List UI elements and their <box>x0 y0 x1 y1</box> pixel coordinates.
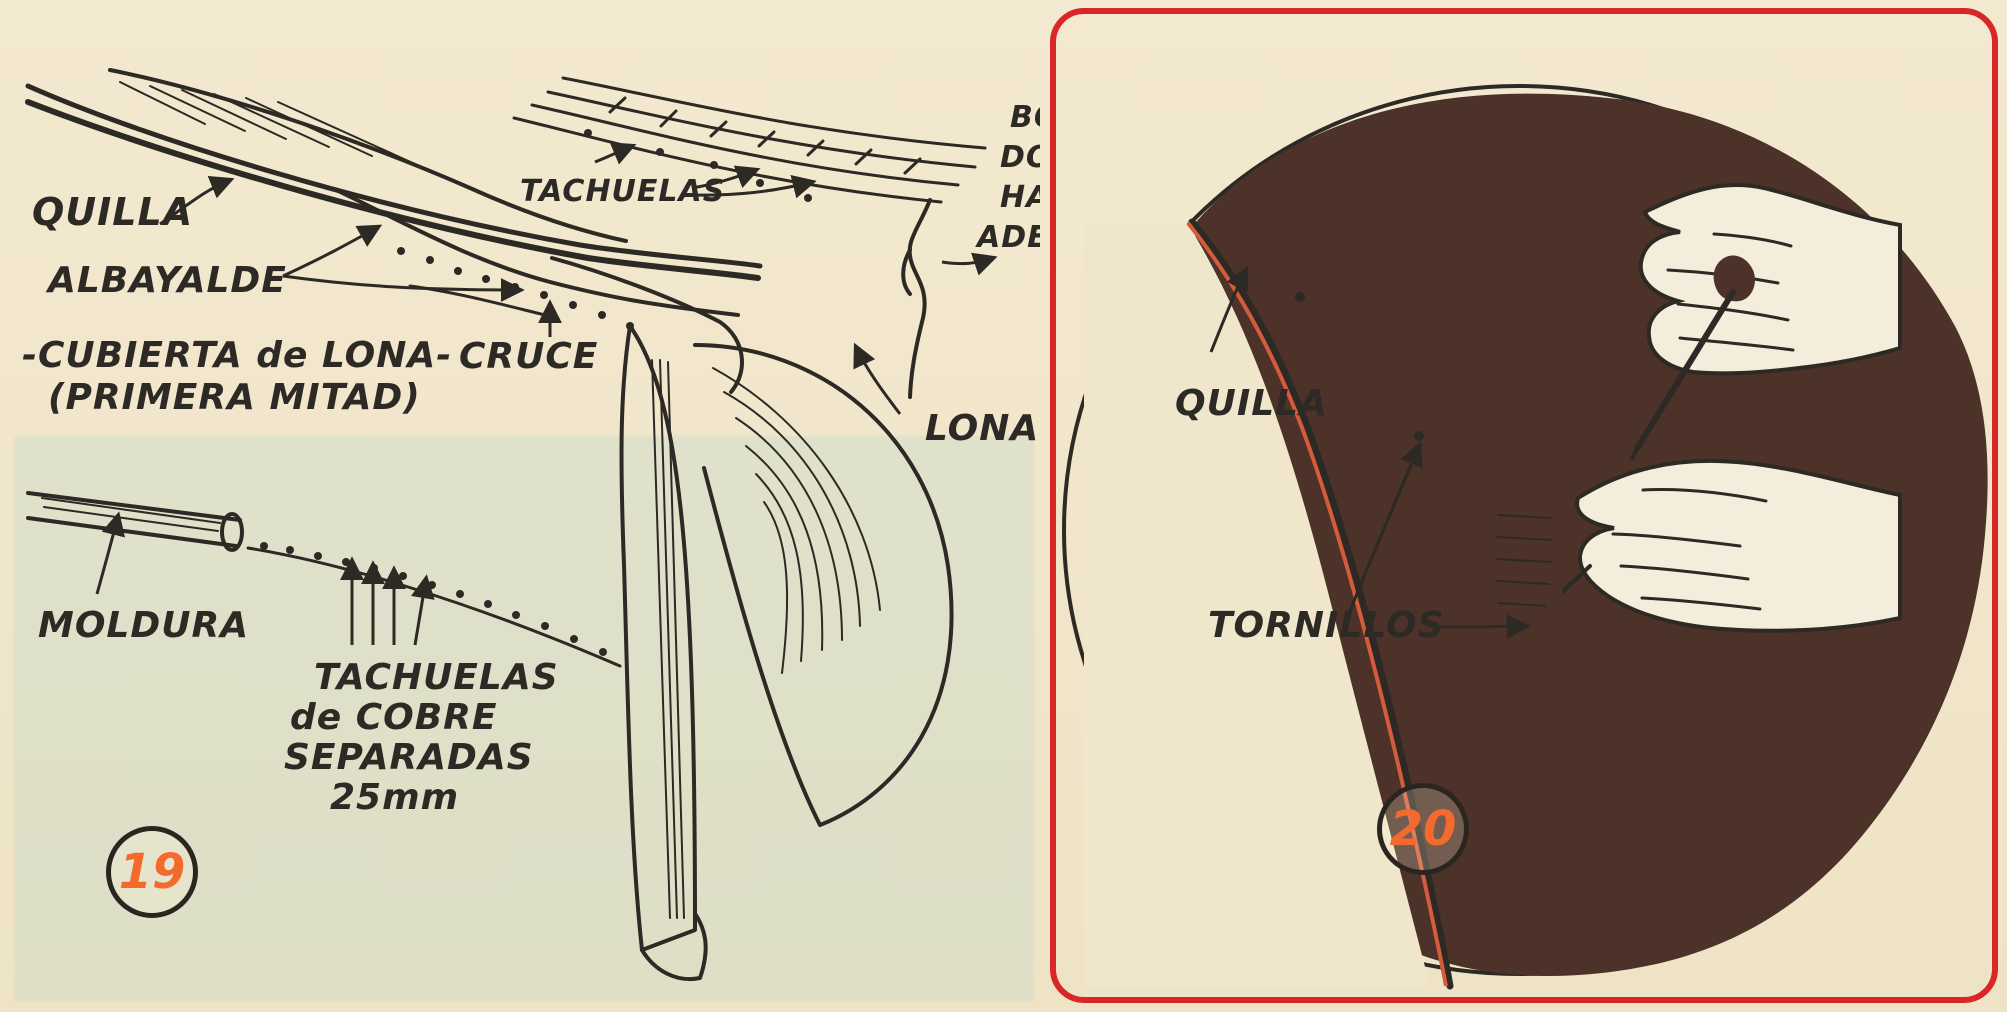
shell-front-curve <box>550 256 744 394</box>
tachuelas-top-arrow-2 <box>691 165 761 190</box>
left-label-tachuelas-top: TACHUELAS <box>520 174 726 209</box>
left-label-albayalde: ALBAYALDE <box>48 260 287 301</box>
canvas-strip-curl <box>640 913 708 982</box>
bottom-tack-8 <box>456 590 464 598</box>
albayalde-arrow-lower <box>282 274 525 302</box>
bottom-tack-arrow-4 <box>411 574 435 646</box>
bottom-tack-1 <box>260 542 268 550</box>
left-label-tachuelas-bottom-line2: de COBRE <box>290 697 498 738</box>
keel-hatching <box>119 81 416 165</box>
bottom-tack-12 <box>570 635 578 643</box>
keel-bottom-edge <box>25 99 761 281</box>
stitch-dot-3 <box>454 267 462 275</box>
left-label-borde-line3: HACIA <box>1000 180 1040 215</box>
left-label-primera-mitad: (PRIMERA MITAD) <box>48 377 421 418</box>
left-label-cruce: CRUCE <box>459 336 599 377</box>
left-panel: QUILLA ALBAYALDE -CUBIERTA de LONA- (PRI… <box>22 68 1040 982</box>
folded-edge-hook <box>901 248 912 296</box>
dark-block-lines <box>1495 514 1553 607</box>
canvas-strip-lines <box>651 359 685 919</box>
left-illustration <box>25 68 998 982</box>
stitch-dot-2 <box>426 256 434 264</box>
bottom-tack-10 <box>512 611 520 619</box>
upper-tack-4 <box>756 179 764 187</box>
lona-arrow <box>853 342 902 415</box>
upper-tack-3 <box>710 161 718 169</box>
bottom-tack-9 <box>484 600 492 608</box>
right-panel: QUILLA TORNILLOS 20 <box>1040 0 2007 1012</box>
bottom-tack-line <box>246 546 622 668</box>
stitch-dot-1 <box>397 247 405 255</box>
bottom-tack-4 <box>342 558 350 566</box>
molding-grain <box>41 497 221 532</box>
screw-2 <box>1414 431 1424 441</box>
upper-board-stripes <box>608 96 922 175</box>
right-illustration <box>1062 84 1988 990</box>
left-label-quilla: QUILLA <box>32 190 194 234</box>
quilla-arrow-left <box>159 175 235 226</box>
left-label-borde-line1: BORDE <box>1010 100 1040 135</box>
upper-hand <box>1638 183 1902 376</box>
bottom-tack-2 <box>286 546 294 554</box>
moldura-arrow <box>95 511 125 595</box>
screw-1 <box>1295 292 1305 302</box>
keel-top-edge <box>25 83 763 269</box>
upper-tack-1 <box>584 129 592 137</box>
left-label-borde-line2: DOBLADO <box>1000 140 1040 175</box>
tachuelas-top-arrow-1 <box>594 142 637 165</box>
figure-number-19: 19 <box>106 826 198 918</box>
left-label-tachuelas-bottom-line1: TACHUELAS <box>314 657 559 698</box>
molding-bottom <box>26 516 238 548</box>
right-label-quilla: QUILLA <box>1175 383 1328 424</box>
molding-top <box>26 491 242 522</box>
shell-inner-curve <box>334 188 740 317</box>
left-label-moldura: MOLDURA <box>38 605 250 646</box>
dark-block <box>1486 491 1566 634</box>
left-label-cubierta: -CUBIERTA de LONA- <box>22 335 453 376</box>
screwdriver-handle <box>1713 255 1755 302</box>
canvas-fan <box>693 343 954 827</box>
light-foreground-area <box>1084 224 1430 986</box>
right-tornillos-arrow-lower <box>1430 614 1531 639</box>
lower-hand-fingers <box>1611 487 1768 611</box>
bottom-tack-13 <box>599 648 607 656</box>
borde-arrow <box>941 252 998 276</box>
upper-tack-2 <box>656 148 664 156</box>
tachuelas-top-arrow-3 <box>689 175 817 199</box>
left-panel-wash <box>14 436 1034 1002</box>
shell-top-outline <box>108 68 628 243</box>
canvas-strip-left <box>619 324 697 952</box>
upper-board-line-3 <box>530 103 960 187</box>
albayalde-arrow-upper <box>282 224 383 278</box>
upper-tack-5 <box>804 194 812 202</box>
upper-board-line-1 <box>561 76 987 150</box>
bottom-tack-3 <box>314 552 322 560</box>
left-label-borde-line4: ADENTRO <box>977 220 1040 255</box>
stitch-dot-6 <box>540 291 548 299</box>
stitch-dot-7 <box>569 301 577 309</box>
stitch-dot-4 <box>482 275 490 283</box>
right-label-tornillos: TORNILLOS <box>1208 605 1445 646</box>
figure-number-20: 20 <box>1377 783 1469 875</box>
right-tornillos-arrow-upper <box>1344 441 1423 622</box>
bottom-tack-6 <box>399 572 407 580</box>
right-quilla-arrow <box>1209 265 1249 353</box>
molding-end <box>220 512 244 552</box>
left-label-tachuelas-bottom-line3: SEPARADAS <box>284 737 534 778</box>
folded-edge-side <box>907 198 932 399</box>
left-label-lona: LONA <box>925 408 1040 449</box>
screwdriver-shaft <box>1635 289 1736 450</box>
bottom-tack-11 <box>541 622 549 630</box>
upper-board-line-2 <box>546 90 977 169</box>
canvas-fan-lines <box>712 367 881 674</box>
stitch-dot-8 <box>598 311 606 319</box>
bottom-tack-7 <box>428 581 436 589</box>
screwdriver-tip <box>1630 445 1640 460</box>
upper-board-line-4 <box>512 116 943 204</box>
left-label-tachuelas-bottom-line4: 25mm <box>330 777 460 818</box>
